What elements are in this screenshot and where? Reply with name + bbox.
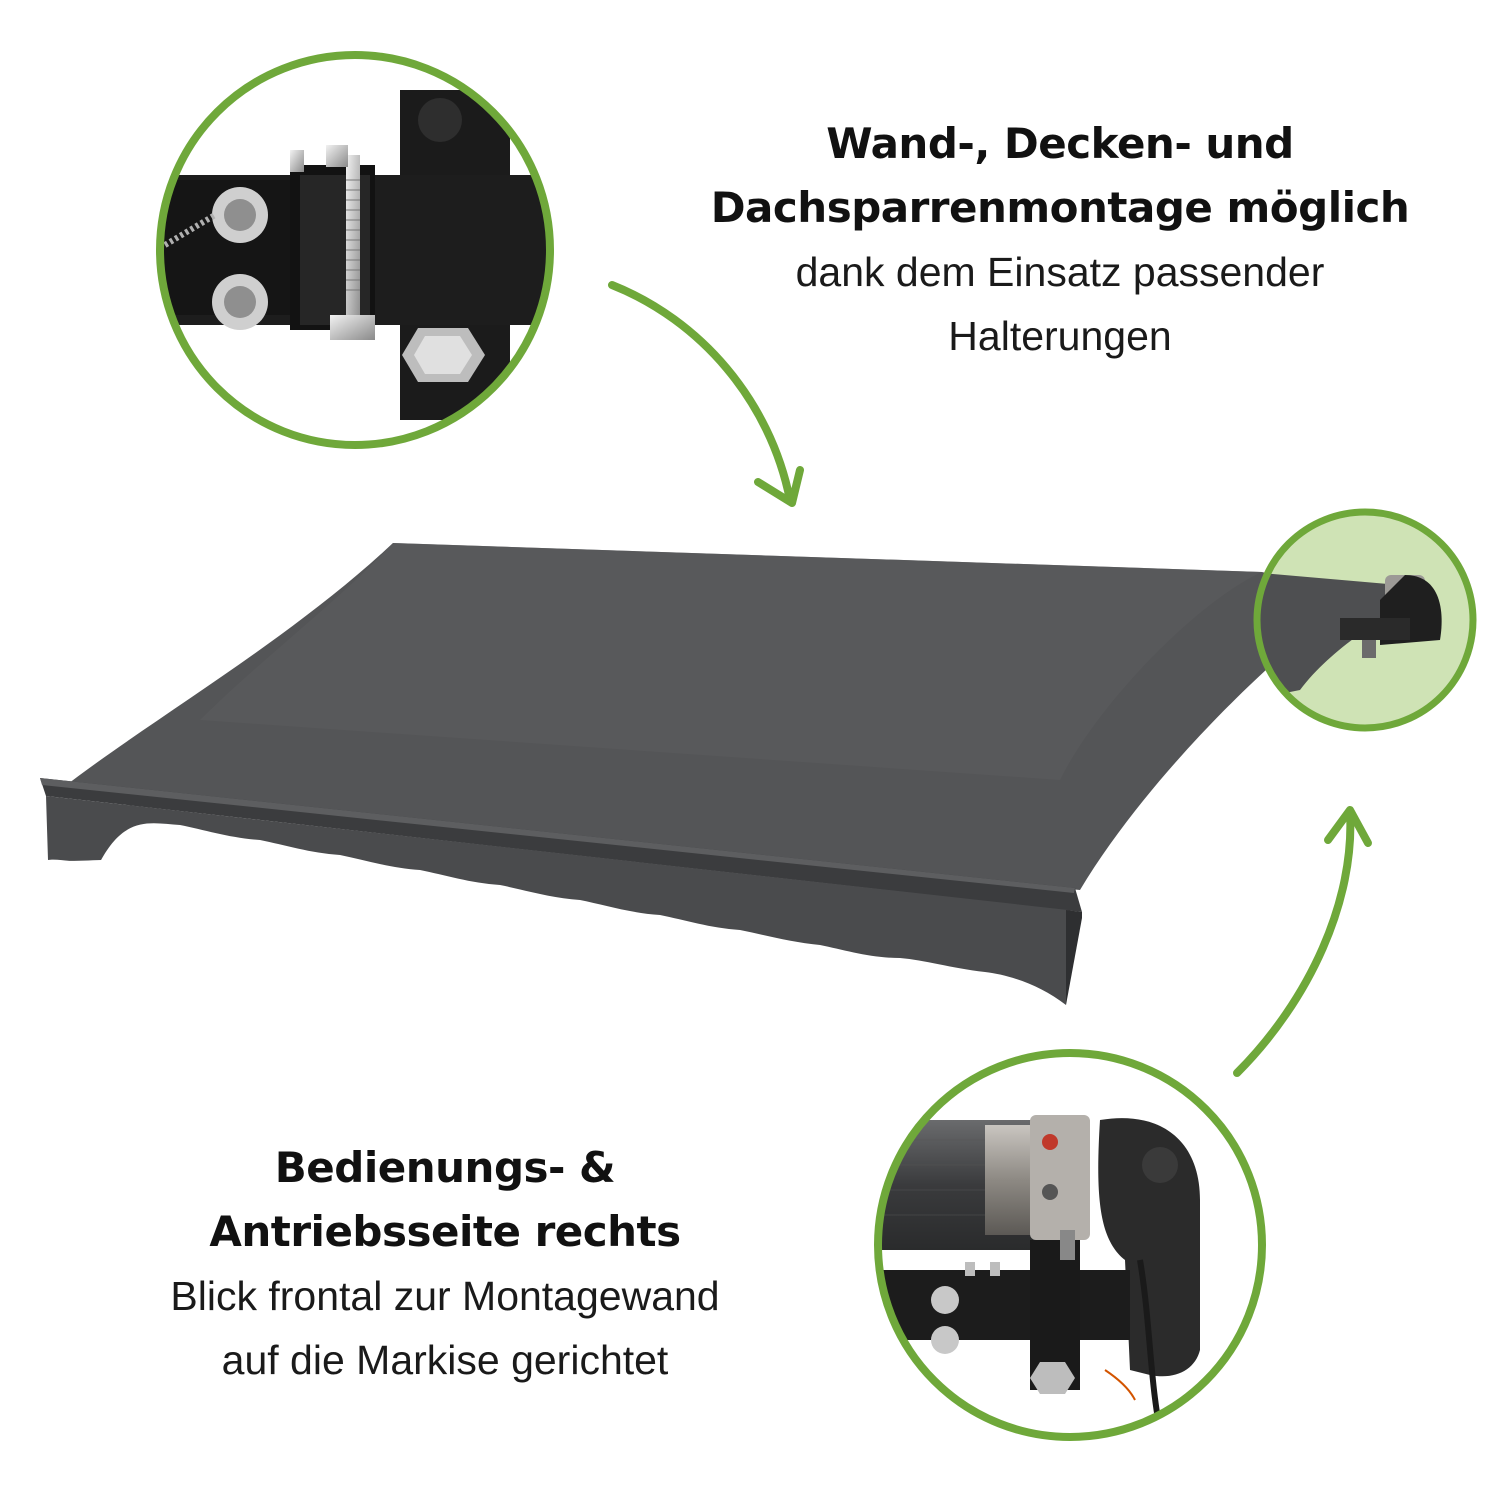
valance — [46, 796, 1068, 1005]
arrow-down-icon — [608, 281, 804, 507]
awning — [40, 543, 1305, 1020]
operating-heading-line-2: Antriebsseite rechts — [209, 1207, 681, 1256]
operating-body-line-2: auf die Markise gerichtet — [221, 1337, 669, 1383]
mounting-heading-line-2: Dachsparrenmontage möglich — [710, 183, 1410, 232]
bracket-detail-circle — [156, 51, 554, 449]
mounting-heading-line-1: Wand-, Decken- und — [826, 119, 1294, 168]
mounting-body-line-2: Halterungen — [948, 313, 1172, 359]
arrow-up-icon — [1233, 806, 1372, 1077]
operating-heading-line-1: Bedienungs- & — [274, 1143, 616, 1192]
motor-detail-circle — [874, 1049, 1266, 1441]
highlight-circle — [1253, 508, 1477, 732]
operating-body-line-1: Blick frontal zur Montagewand — [170, 1273, 720, 1319]
mounting-body-line-1: dank dem Einsatz passender — [795, 249, 1325, 295]
mounting-caption: Wand-, Decken- und Dachsparrenmontage mö… — [700, 112, 1420, 368]
operating-side-caption: Bedienungs- & Antriebsseite rechts Blick… — [90, 1136, 800, 1392]
